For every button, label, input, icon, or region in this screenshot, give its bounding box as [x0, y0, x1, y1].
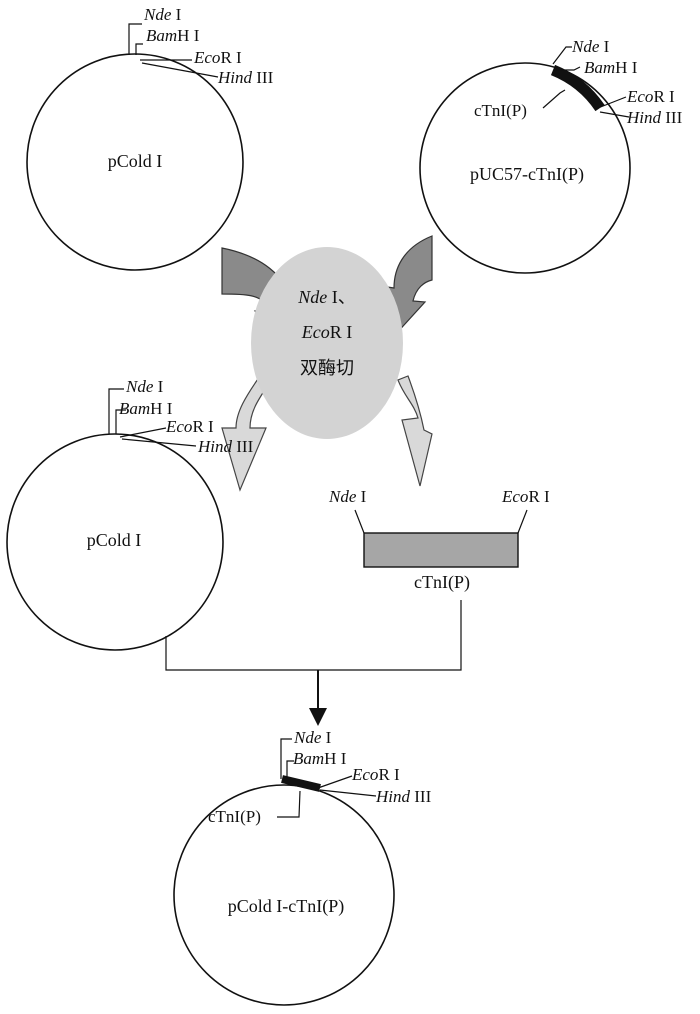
plasmid-mid-left-circle: [6, 433, 224, 651]
hind-label-b: Hind III: [375, 787, 432, 806]
nde-site-line: [128, 23, 142, 55]
plasmid-bottom-circle: [173, 784, 395, 1006]
eco-label-b: EcoR I: [351, 765, 400, 784]
insert-band-bottom: [281, 775, 321, 792]
eco-site-line-b: [317, 775, 353, 789]
plasmid-top-left-circle: [26, 53, 244, 271]
insert-label-line-b: [277, 790, 301, 818]
plasmid-mid-left: pCold I Nde I BamH I EcoR I Hind III: [6, 377, 254, 651]
plasmid-top-right-circle: [419, 62, 631, 274]
plasmid-top-right: pUC57-cTnI(P) Nde I BamH I EcoR I Hind I…: [419, 37, 683, 274]
fragment-box: [363, 532, 519, 568]
plasmid-top-right-name: pUC57-cTnI(P): [470, 164, 584, 185]
ligation-connector: [165, 600, 462, 726]
digest-enzyme-2: EcoR I: [301, 322, 352, 342]
plasmid-bottom-name: pCold I-cTnI(P): [228, 896, 344, 917]
bam-site-line: [135, 43, 143, 55]
insert-label-line: [542, 89, 566, 109]
bam-label-r: BamH I: [584, 58, 638, 77]
plasmid-mid-left-name: pCold I: [87, 530, 142, 550]
eco-label-m: EcoR I: [165, 417, 214, 436]
insert-label-r: cTnI(P): [474, 101, 527, 120]
eco-label-r: EcoR I: [626, 87, 675, 106]
ligation-bracket: [165, 600, 462, 671]
plasmid-top-left: pCold I Nde I BamH I EcoR I Hind III: [26, 5, 274, 271]
ligation-arrow-head: [309, 708, 327, 726]
nde-site-line-m: [108, 388, 124, 434]
digest-method: 双酶切: [300, 358, 354, 379]
fragment-eco-line: [517, 509, 528, 534]
eco-site-line-r: [597, 96, 627, 109]
nde-site-line-b: [280, 738, 292, 779]
plasmid-top-left-name: pCold I: [108, 151, 163, 171]
insert-label-b: cTnI(P): [208, 807, 261, 826]
hind-label-m: Hind III: [197, 437, 254, 456]
bam-label-m: BamH I: [119, 399, 173, 418]
fragment-nde-label: Nde I: [328, 487, 367, 506]
nde-site-line-r: [552, 46, 572, 65]
digest-enzyme-1: Nde I、: [297, 287, 356, 307]
nde-label-r: Nde I: [571, 37, 610, 56]
nde-label: Nde I: [143, 5, 182, 24]
hind-site-line-m: [121, 438, 197, 447]
bam-site-line-r: [556, 66, 581, 71]
bam-site-line-b: [286, 760, 294, 779]
insert-band: [550, 64, 605, 112]
digest-ellipse: [251, 247, 403, 439]
bam-label-b: BamH I: [293, 749, 347, 768]
fragment-label: cTnI(P): [414, 572, 470, 593]
hind-site-line: [141, 62, 219, 78]
bam-label: BamH I: [146, 26, 200, 45]
plasmid-bottom: pCold I-cTnI(P) Nde I BamH I EcoR I Hind…: [173, 728, 432, 1006]
fragment-nde-line: [354, 509, 365, 534]
nde-label-b: Nde I: [293, 728, 332, 747]
nde-label-m: Nde I: [125, 377, 164, 396]
hind-label: Hind III: [217, 68, 274, 87]
digest-node: Nde I、 EcoR I 双酶切: [251, 247, 403, 439]
fragment-eco-label: EcoR I: [501, 487, 550, 506]
outgoing-arrow-left: [221, 375, 269, 492]
hind-site-line-r: [599, 111, 630, 118]
hind-site-line-b: [319, 789, 377, 797]
eco-site-line-m: [119, 427, 167, 438]
bam-site-line-m: [115, 409, 126, 434]
hind-label-r: Hind III: [626, 108, 683, 127]
eco-label: EcoR I: [193, 48, 242, 67]
insert-fragment: Nde I EcoR I cTnI(P): [328, 487, 550, 593]
outgoing-arrow-right: [397, 375, 433, 487]
